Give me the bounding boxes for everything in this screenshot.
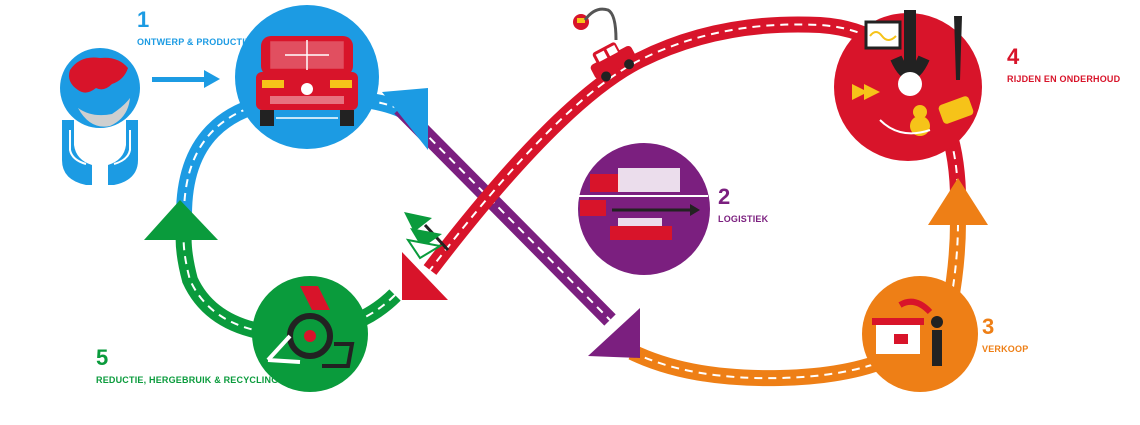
stage-4-number: 4	[1007, 44, 1020, 69]
stage-5-number: 5	[96, 345, 109, 370]
green-arrowhead	[144, 200, 218, 240]
logistics-circle	[578, 143, 710, 275]
stage-2-label: 2 LOGISTIEK	[718, 186, 768, 225]
stage-3-label: 3 VERKOOP	[982, 316, 1028, 355]
design-production-circle	[235, 5, 379, 149]
red-arrowhead	[402, 252, 448, 300]
small-red-car-icon	[590, 42, 637, 82]
globe-hands-icon	[60, 48, 140, 185]
driving-maintenance-circle	[834, 10, 982, 161]
recycling-circle	[252, 276, 368, 392]
purple-arrowhead	[588, 308, 640, 358]
stage-1-number: 1	[137, 7, 150, 32]
stage-2-caption: LOGISTIEK	[718, 214, 769, 224]
blue-arrowhead	[382, 88, 428, 150]
tree-icon	[404, 212, 450, 260]
stage-1-caption: ONTWERP & PRODUCTIE	[137, 37, 252, 47]
orange-arrowhead	[928, 178, 988, 225]
stage-2-number: 2	[718, 184, 731, 209]
stage-3-caption: VERKOOP	[982, 344, 1029, 354]
stage-4-caption: RIJDEN EN ONDERHOUD	[1007, 74, 1121, 84]
stage-5-label: 5 REDUCTIE, HERGEBRUIK & RECYCLING	[96, 347, 278, 386]
small-blue-arrow	[152, 70, 220, 88]
stage-4-label: 4 RIJDEN EN ONDERHOUD	[1007, 46, 1120, 85]
purple-track	[394, 102, 616, 326]
stage-5-caption: REDUCTIE, HERGEBRUIK & RECYCLING	[96, 375, 279, 385]
stage-1-label: 1 ONTWERP & PRODUCTIE	[137, 9, 251, 48]
street-lamp-icon	[573, 7, 618, 41]
stage-3-number: 3	[982, 314, 995, 339]
sales-circle	[862, 276, 978, 392]
